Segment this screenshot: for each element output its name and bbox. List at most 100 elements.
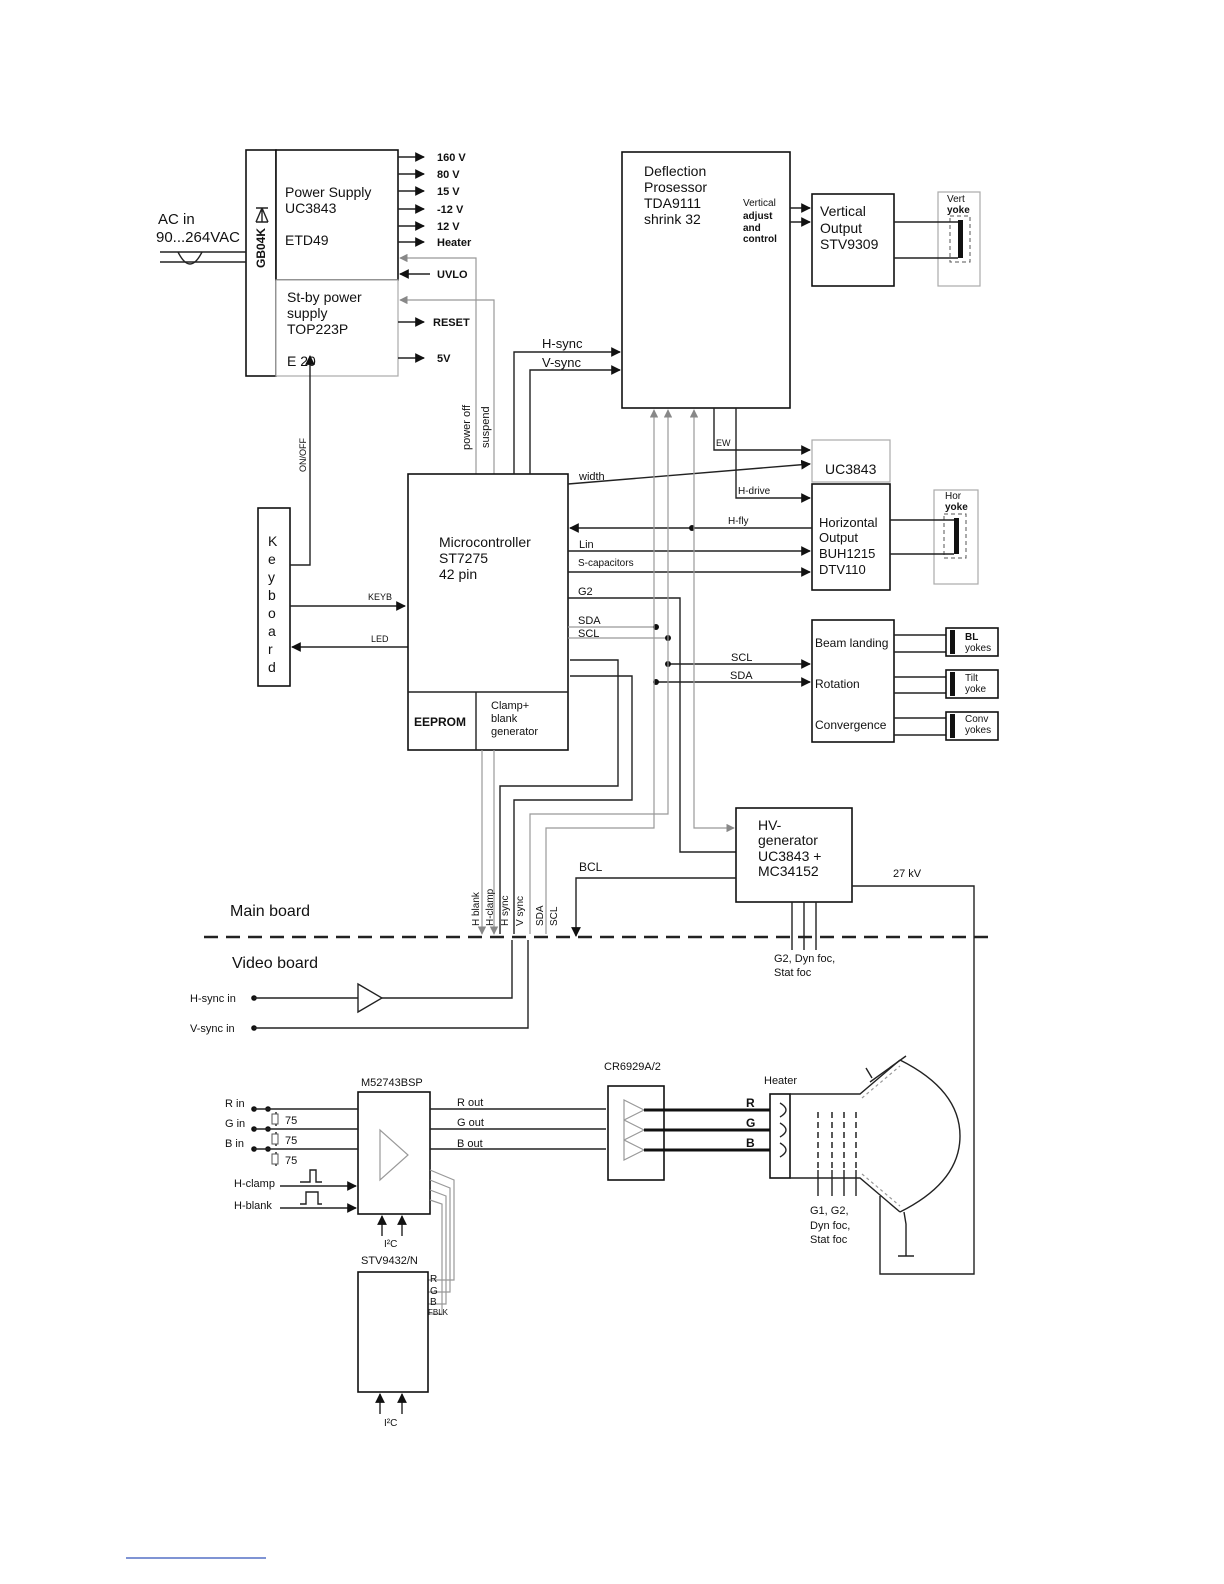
ac-range-label: 90...264VAC	[156, 229, 240, 246]
amp-label: M52743BSP	[361, 1077, 423, 1089]
power-section: GB04K AC in 90...264VAC Power Supply UC3…	[156, 149, 495, 474]
eeprom-label: EEPROM	[414, 715, 466, 729]
osd-section: STV9432/N R G B FBLK I²C	[357, 1255, 449, 1429]
foc-line1: G2, Dyn foc,	[774, 953, 835, 965]
micro-line1: Microcontroller	[439, 534, 531, 550]
onoff-label: ON/OFF	[298, 438, 308, 472]
hv-line2: generator	[758, 832, 818, 848]
sig-scl: SCL	[549, 906, 560, 926]
hor-yoke-l1: Hor	[945, 491, 962, 502]
vertical-output-block	[811, 193, 895, 287]
sig-vsync: V sync	[515, 896, 526, 926]
g1-line1: G1, G2,	[810, 1205, 849, 1217]
vert-yoke-coil	[949, 215, 971, 263]
rectifier-block	[245, 149, 277, 377]
microcontroller-section: Microcontroller ST7275 42 pin EEPROM Cla…	[407, 473, 569, 751]
defl-line1: Deflection	[644, 163, 706, 179]
out-12v: 12 V	[437, 221, 460, 233]
va-line1: Vertical	[743, 198, 776, 209]
kb-letter: r	[268, 641, 273, 657]
clamp-line3: generator	[491, 726, 538, 738]
suspend-line	[399, 295, 495, 474]
kb-letter: e	[268, 551, 276, 567]
crt-g: G	[746, 1116, 755, 1130]
sig-hsync: H sync	[500, 895, 511, 926]
hv-section: HV- generator UC3843 + MC34152 BCL 27 kV…	[571, 807, 975, 1275]
osd-label: STV9432/N	[361, 1255, 418, 1267]
vert-line2: Output	[820, 220, 862, 236]
5v-label: 5V	[437, 353, 451, 365]
hor-line2: Output	[819, 530, 858, 545]
hdrive-label: H-drive	[738, 486, 771, 497]
kb-letter: o	[268, 605, 276, 621]
amp-triangle-icon	[379, 1128, 409, 1182]
vert-yoke-l1: Vert	[947, 194, 965, 205]
sig-hclamp: H-clamp	[485, 888, 496, 926]
va-line3: and	[743, 223, 761, 234]
hblank-label: H-blank	[234, 1200, 272, 1212]
b-in-label: B in	[225, 1138, 244, 1150]
scl-label: SCL	[578, 628, 599, 640]
deflection-section: Deflection Prosessor TDA9111 shrink 32 V…	[513, 151, 811, 474]
video-amp-section: M52743BSP R in G in B in 75 75 75 H-clam…	[225, 1077, 606, 1315]
scl-bus-label: SCL	[731, 652, 752, 664]
ic1-label: I²C	[384, 1239, 397, 1250]
power-off-line	[399, 253, 477, 474]
ac-input-lines	[160, 251, 246, 263]
uvlo-label: UVLO	[437, 269, 468, 281]
out-80v: 80 V	[437, 169, 460, 181]
sda-label: SDA	[578, 615, 601, 627]
blank-pulse-icon	[300, 1191, 322, 1205]
osd-r: R	[430, 1274, 437, 1285]
sig-sda: SDA	[535, 905, 546, 926]
hv-line1: HV-	[758, 817, 782, 833]
micro-line3: 42 pin	[439, 566, 477, 582]
horizontal-output-block	[811, 483, 891, 591]
r-in-label: R in	[225, 1098, 245, 1110]
sda-bus-label: SDA	[730, 670, 753, 682]
diode-symbol	[255, 207, 269, 223]
hsync-in-label: H-sync in	[190, 993, 236, 1005]
horizontal-drive-section: UC3843 EW width H-drive Horizontal Outpu…	[567, 408, 979, 591]
ew-label: EW	[716, 438, 731, 448]
ic2-label: I²C	[384, 1418, 397, 1429]
hfly-label: H-fly	[728, 516, 749, 527]
ac-in-label: AC in	[158, 211, 195, 228]
g75-label: 75	[285, 1135, 297, 1147]
bus-section: G2 SDA SCL SCL SDA	[477, 409, 811, 935]
clamp-line2: blank	[491, 713, 518, 725]
crt-neck	[769, 1093, 791, 1179]
keyboard-section: K e y b o a r d ON/OFF KEYB LED	[257, 355, 408, 687]
suspend-label: suspend	[480, 406, 492, 448]
vsync-line	[529, 365, 621, 474]
vertical-section: Vertical Output STV9309 Vert yoke	[811, 191, 981, 287]
hv-line3: UC3843 +	[758, 848, 821, 864]
vert-line3: STV9309	[820, 236, 879, 252]
kb-letter: a	[268, 623, 276, 639]
rotation-label: Rotation	[815, 677, 860, 691]
osd-g: G	[430, 1286, 438, 1297]
sb-line1: St-by power	[287, 289, 362, 305]
bl-yoke-l1: BL	[965, 632, 978, 643]
hsync-line	[513, 347, 621, 474]
r-out-label: R out	[457, 1097, 483, 1109]
kb-letter: b	[268, 587, 276, 603]
keyb-label: KEYB	[368, 592, 392, 602]
board-divider: Main board Video board H blank H-clamp H…	[204, 888, 990, 972]
video-board-label: Video board	[232, 955, 318, 972]
defl-line3: TDA9111	[644, 195, 701, 211]
hor-line1: Horizontal	[819, 515, 878, 530]
b-out-label: B out	[457, 1138, 483, 1150]
sig-hblank: H blank	[471, 891, 482, 926]
g1-line2: Dyn foc,	[810, 1220, 850, 1232]
video-amp-block	[357, 1091, 431, 1215]
convergence-label: Convergence	[815, 718, 887, 732]
hsync-label: H-sync	[542, 336, 583, 351]
heater-label: Heater	[764, 1075, 797, 1087]
deflection-block	[621, 151, 791, 409]
g1-line3: Stat foc	[810, 1234, 848, 1246]
crt-b: B	[746, 1136, 755, 1150]
va-line4: control	[743, 234, 777, 245]
ac-plug-icon	[177, 251, 203, 265]
g2-label: G2	[578, 586, 593, 598]
